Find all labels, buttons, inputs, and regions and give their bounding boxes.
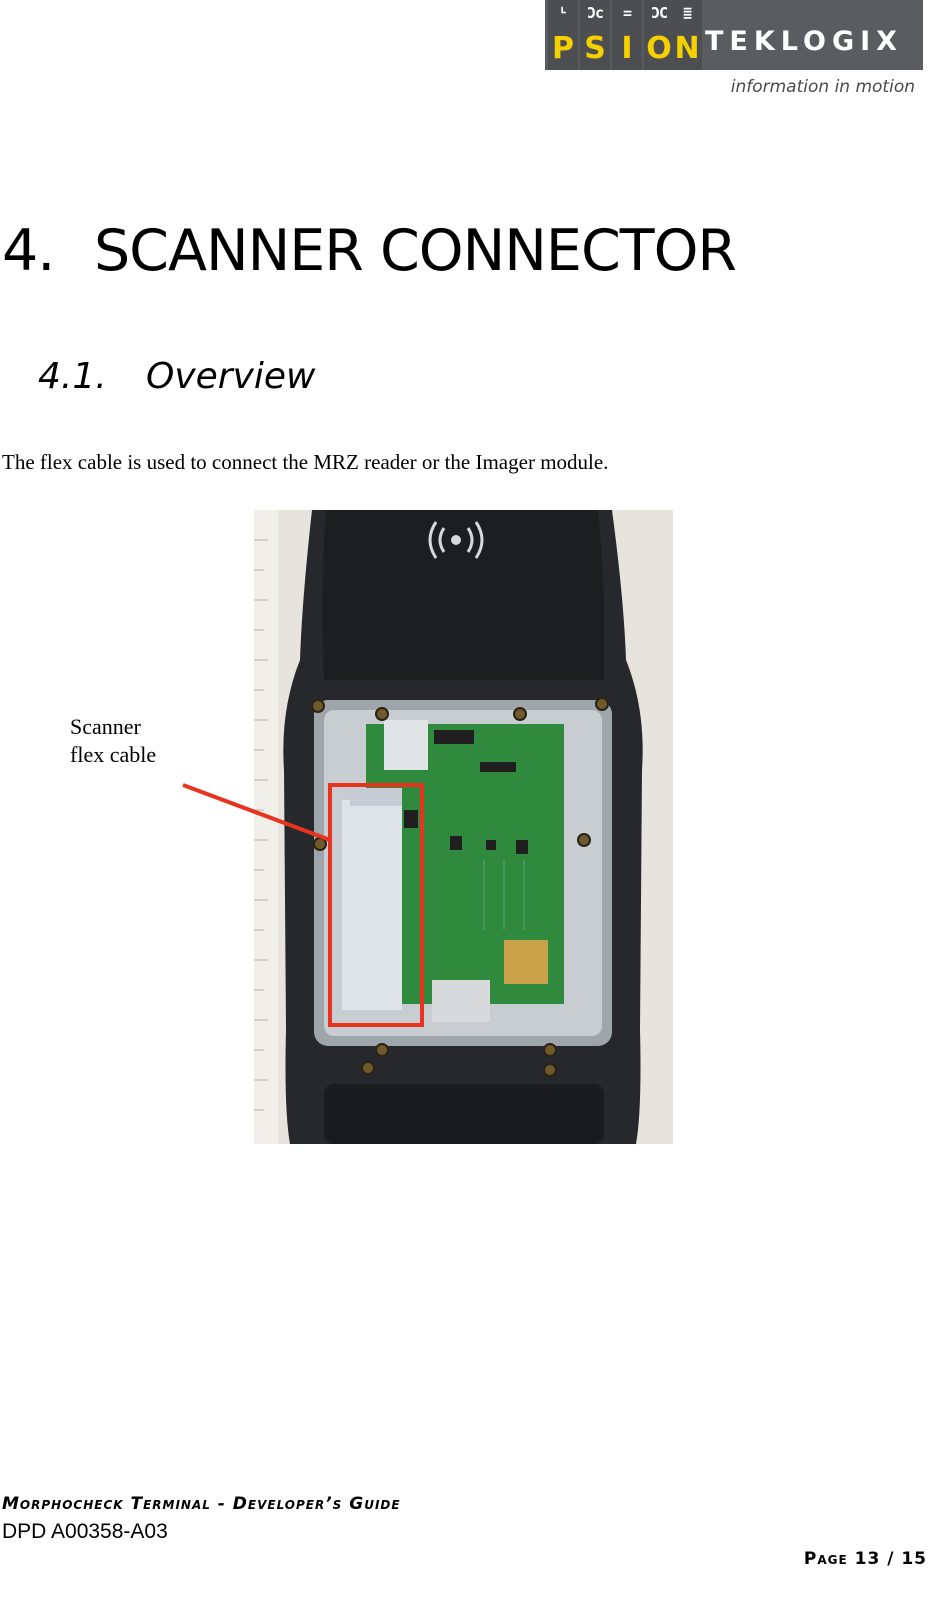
logo-glyph: = <box>622 4 632 22</box>
logo-cell: = I <box>612 0 642 70</box>
subsection-heading: 4.1. Overview <box>38 356 316 397</box>
terminal-photo <box>254 510 673 1144</box>
callout-line: flex cable <box>70 742 157 767</box>
logo-cell: ≣ N <box>672 0 702 70</box>
psion-teklogix-logo: ᒻ P Ͻϲ S = I ϽϹ O ≣ N TEKLOGIX informati… <box>545 0 923 104</box>
footer-guide-title: Morphocheck Terminal - Developer’s Guide <box>2 1494 401 1514</box>
terminal-photo-illustration <box>254 510 673 1144</box>
logo-word: TEKLOGIX <box>705 26 904 57</box>
logo-cell: Ͻϲ S <box>580 0 610 70</box>
logo-letter: P <box>552 31 574 66</box>
logo-tagline: information in motion <box>730 77 915 97</box>
footer-page-number: Page 13 / 15 <box>803 1549 927 1569</box>
logo-cell: ᒻ P <box>548 0 578 70</box>
logo-letter: I <box>621 31 633 66</box>
section-number: 4. <box>2 218 55 284</box>
footer-doc-number: DPD A00358-A03 <box>2 1520 168 1543</box>
logo-glyph: ϽϹ <box>650 4 668 22</box>
logo-glyph: ᒻ <box>560 4 567 22</box>
logo-letter: N <box>674 31 700 66</box>
logo-letter: S <box>584 31 606 66</box>
logo-glyph: ≣ <box>682 4 692 22</box>
subsection-title: Overview <box>146 356 316 397</box>
body-paragraph: The flex cable is used to connect the MR… <box>2 450 609 474</box>
figure-callout: Scanner flex cable <box>70 713 156 769</box>
subsection-number: 4.1. <box>38 356 107 397</box>
logo-bar: ᒻ P Ͻϲ S = I ϽϹ O ≣ N TEKLOGIX <box>545 0 923 70</box>
section-heading: 4. SCANNER CONNECTOR <box>2 218 737 284</box>
section-title: SCANNER CONNECTOR <box>94 218 737 284</box>
logo-letter: O <box>646 31 672 66</box>
callout-line: Scanner <box>70 714 141 739</box>
logo-glyph: Ͻϲ <box>586 4 604 22</box>
logo-cell: ϽϹ O <box>644 0 674 70</box>
